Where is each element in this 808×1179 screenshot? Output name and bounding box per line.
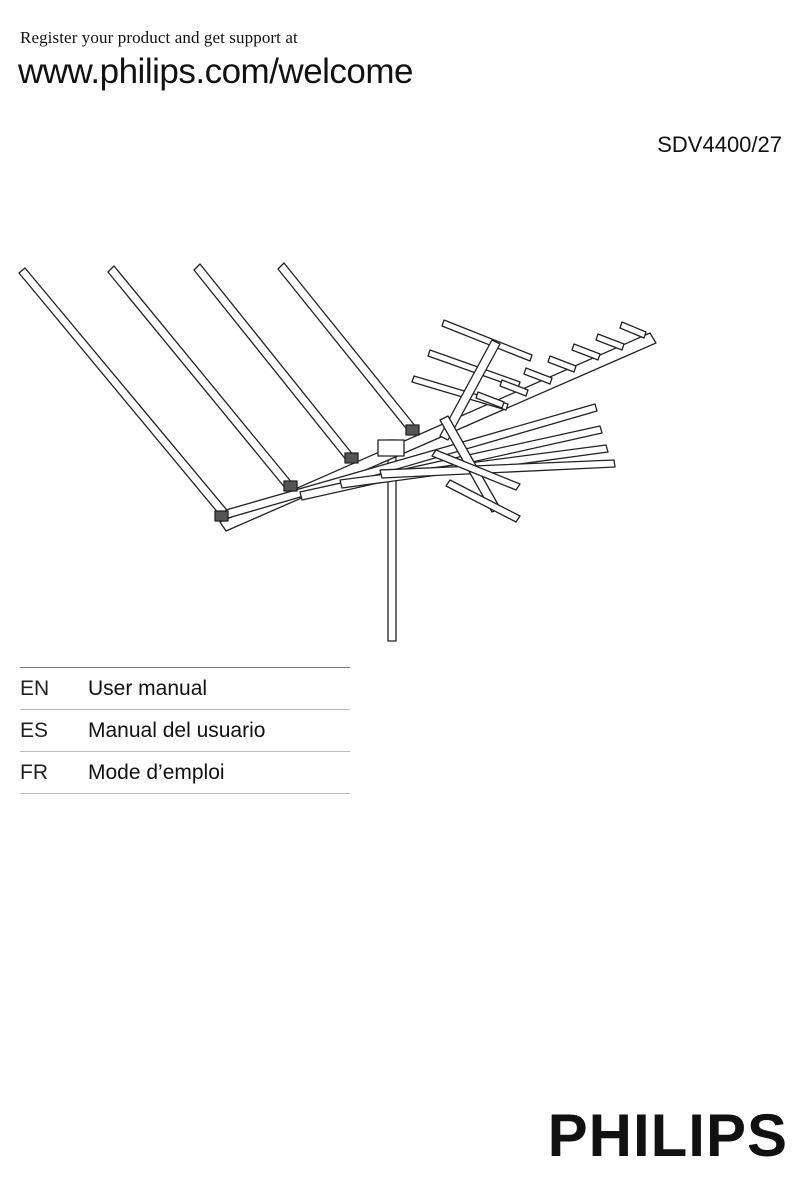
language-list: EN User manual ES Manual del usuario FR … — [20, 667, 350, 794]
manual-title: Manual del usuario — [88, 718, 266, 742]
model-number: SDV4400/27 — [657, 132, 782, 157]
philips-logo: PHILIPS — [547, 1102, 788, 1169]
support-url-link[interactable]: www.philips.com/welcome — [18, 52, 414, 91]
outdoor-tv-antenna-icon — [18, 262, 657, 642]
register-caption: Register your product and get support at — [20, 28, 298, 47]
language-code: ES — [20, 718, 49, 742]
manual-title: Mode d’emploi — [88, 760, 225, 784]
language-row-fr[interactable]: FR Mode d’emploi — [20, 752, 350, 794]
language-code: EN — [20, 676, 50, 700]
manual-title: User manual — [88, 676, 208, 700]
language-row-es[interactable]: ES Manual del usuario — [20, 710, 350, 752]
language-row-en[interactable]: EN User manual — [20, 668, 350, 710]
language-code: FR — [20, 760, 48, 784]
